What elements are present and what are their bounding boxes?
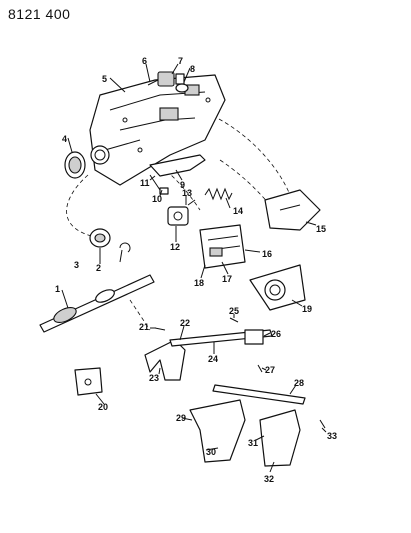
callout-9: 9 bbox=[180, 180, 185, 190]
callout-25: 25 bbox=[229, 306, 239, 316]
spring bbox=[204, 187, 233, 201]
callout-26: 26 bbox=[271, 329, 281, 339]
leader-lines bbox=[61, 63, 327, 473]
callout-24: 24 bbox=[208, 354, 218, 364]
callout-19: 19 bbox=[302, 304, 312, 314]
shift-rail-lower bbox=[212, 384, 306, 405]
callout-16: 16 bbox=[262, 249, 272, 259]
callout-3: 3 bbox=[74, 260, 79, 270]
shift-fork-lower-left bbox=[189, 399, 246, 463]
callout-17: 17 bbox=[222, 274, 232, 284]
interlock bbox=[167, 199, 196, 226]
bracket-plate bbox=[249, 264, 306, 311]
main-shaft bbox=[39, 274, 155, 333]
callout-2: 2 bbox=[96, 263, 101, 273]
clip bbox=[119, 242, 131, 253]
housing-cover bbox=[89, 74, 226, 186]
lever bbox=[149, 154, 206, 177]
callout-7: 7 bbox=[178, 56, 183, 66]
diagram-reference-code: 8121 400 bbox=[8, 6, 71, 22]
callout-23: 23 bbox=[149, 373, 159, 383]
callout-10: 10 bbox=[152, 194, 162, 204]
callout-32: 32 bbox=[264, 474, 274, 484]
pins bbox=[154, 317, 326, 429]
callout-28: 28 bbox=[294, 378, 304, 388]
callout-21: 21 bbox=[139, 322, 149, 332]
callout-33: 33 bbox=[327, 431, 337, 441]
callout-31: 31 bbox=[248, 438, 258, 448]
fork-bracket bbox=[264, 189, 321, 231]
bolt bbox=[149, 174, 169, 195]
callout-12: 12 bbox=[170, 242, 180, 252]
seal bbox=[64, 151, 86, 179]
switch-assembly bbox=[147, 71, 189, 93]
callout-1: 1 bbox=[55, 284, 60, 294]
callout-numbers: 1 2 3 4 5 6 7 8 9 10 11 12 13 14 15 16 1… bbox=[55, 56, 337, 484]
callout-18: 18 bbox=[194, 278, 204, 288]
callout-27: 27 bbox=[265, 365, 275, 375]
callout-5: 5 bbox=[102, 74, 107, 84]
callout-22: 22 bbox=[180, 318, 190, 328]
shift-fork-lower-right bbox=[259, 409, 301, 467]
callout-11: 11 bbox=[140, 178, 150, 188]
callout-15: 15 bbox=[316, 224, 326, 234]
callout-20: 20 bbox=[98, 402, 108, 412]
callout-14: 14 bbox=[233, 206, 243, 216]
mount-bracket bbox=[74, 367, 103, 396]
callout-29: 29 bbox=[176, 413, 186, 423]
callout-13: 13 bbox=[182, 188, 192, 198]
callout-8: 8 bbox=[190, 64, 195, 74]
gear bbox=[89, 228, 111, 248]
callout-6: 6 bbox=[142, 56, 147, 66]
callout-4: 4 bbox=[62, 134, 67, 144]
selector-block bbox=[199, 224, 246, 269]
lug bbox=[244, 329, 264, 345]
callout-30: 30 bbox=[206, 447, 216, 457]
